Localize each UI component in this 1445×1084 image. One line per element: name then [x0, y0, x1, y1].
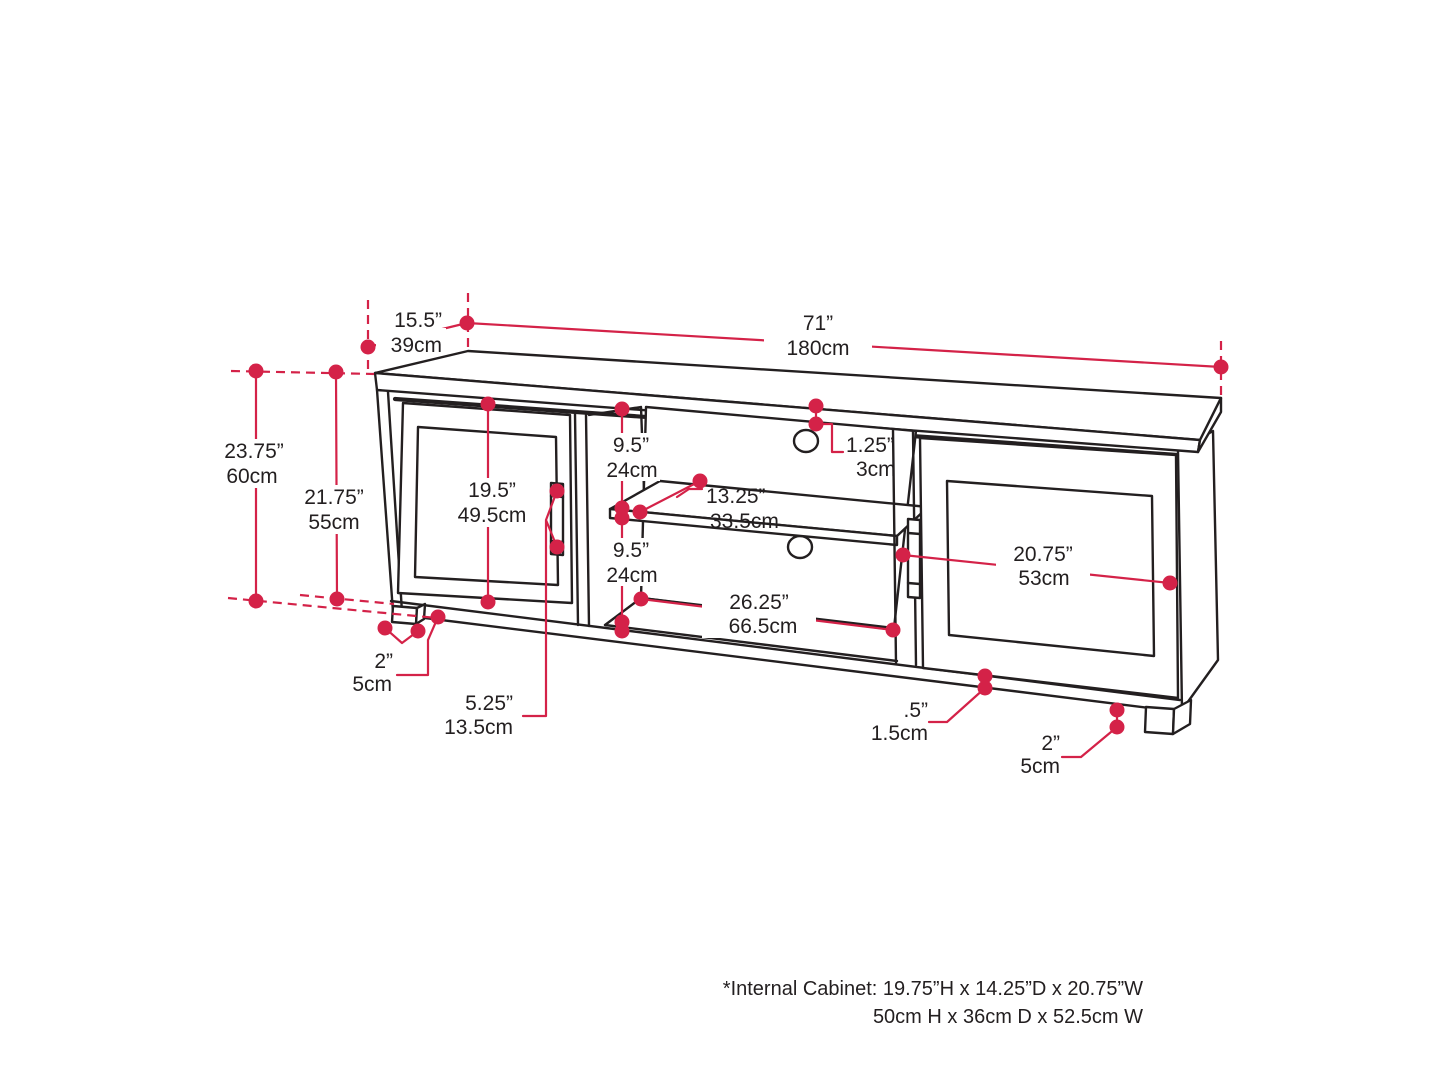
dim-shelf-depth-inches: 13.25”	[706, 485, 766, 508]
label-backgrounds	[210, 311, 1090, 638]
dim-handle-inches: 5.25”	[465, 692, 513, 715]
dim-depth-cm: 39cm	[391, 334, 442, 357]
left-divider	[573, 405, 650, 628]
dim-left-leg-inches: 2”	[374, 650, 393, 673]
dim-shelf-depth-cm: 33.5cm	[710, 510, 779, 533]
dimension-dots	[248, 315, 1229, 735]
cable-hole-bottom	[786, 534, 814, 560]
dim-base-thickness-inches: .5”	[903, 699, 928, 722]
dim-base-thickness-cm: 1.5cm	[871, 722, 928, 745]
dim-top-thickness-cm: 3cm	[856, 458, 896, 481]
dim-door-height-inches: 19.5”	[468, 479, 516, 502]
dim-right-leg-cm: 5cm	[1020, 755, 1060, 778]
dim-left-leg-cm: 5cm	[352, 673, 392, 696]
dim-depth-inches: 15.5”	[394, 309, 442, 332]
dim-handle-cm: 13.5cm	[444, 716, 513, 739]
cable-hole-top	[792, 428, 820, 454]
cabinet-top-fascia-side	[1196, 396, 1223, 454]
right-leg	[1143, 698, 1193, 736]
cabinet-drawing	[373, 349, 1223, 736]
dim-door-height-cm: 49.5cm	[458, 504, 527, 527]
dim-right-leg-leader	[1060, 708, 1119, 759]
extension-lines	[227, 293, 1223, 620]
left-leg	[390, 602, 427, 626]
left-door-panel	[413, 425, 560, 587]
dimension-labels: 15.5” 39cm 71” 180cm 23.75” 60cm 21.75” …	[224, 309, 1073, 778]
dim-overall-height-inches: 23.75”	[224, 440, 284, 463]
dim-opening-width-inches: 26.25”	[729, 591, 789, 614]
dim-door-width-cm: 53cm	[1018, 567, 1069, 590]
dim-width-cm: 180cm	[786, 337, 849, 360]
dim-left-leg-leader	[383, 615, 440, 677]
dim-cabinet-height-cm: 55cm	[308, 511, 359, 534]
dim-opening-width-cm: 66.5cm	[729, 615, 798, 638]
footnote-line-2: 50cm H x 36cm D x 52.5cm W	[873, 1006, 1143, 1028]
dim-bottom-opening-cm: 24cm	[606, 564, 657, 587]
footnote: *Internal Cabinet: 19.75”H x 14.25”D x 2…	[723, 978, 1143, 1028]
footnote-line-1: *Internal Cabinet: 19.75”H x 14.25”D x 2…	[723, 978, 1143, 1000]
dim-bottom-opening-inches: 9.5”	[613, 539, 649, 562]
right-door-handle	[906, 517, 922, 600]
dim-door-width-inches: 20.75”	[1013, 543, 1073, 566]
right-door-panel	[945, 479, 1156, 658]
dim-width-inches: 71”	[803, 312, 833, 335]
dim-right-leg-inches: 2”	[1041, 732, 1060, 755]
dim-overall-height-cm: 60cm	[226, 465, 277, 488]
middle-shelf-edge	[608, 507, 899, 547]
dim-top-thickness-inches: 1.25”	[846, 434, 894, 457]
cabinet-right-side	[1176, 429, 1220, 712]
dim-top-opening-inches: 9.5”	[613, 434, 649, 457]
dim-top-opening-cm: 24cm	[606, 459, 657, 482]
dim-cabinet-height-inches: 21.75”	[304, 486, 364, 509]
dim-shelf-depth-line	[638, 479, 704, 514]
